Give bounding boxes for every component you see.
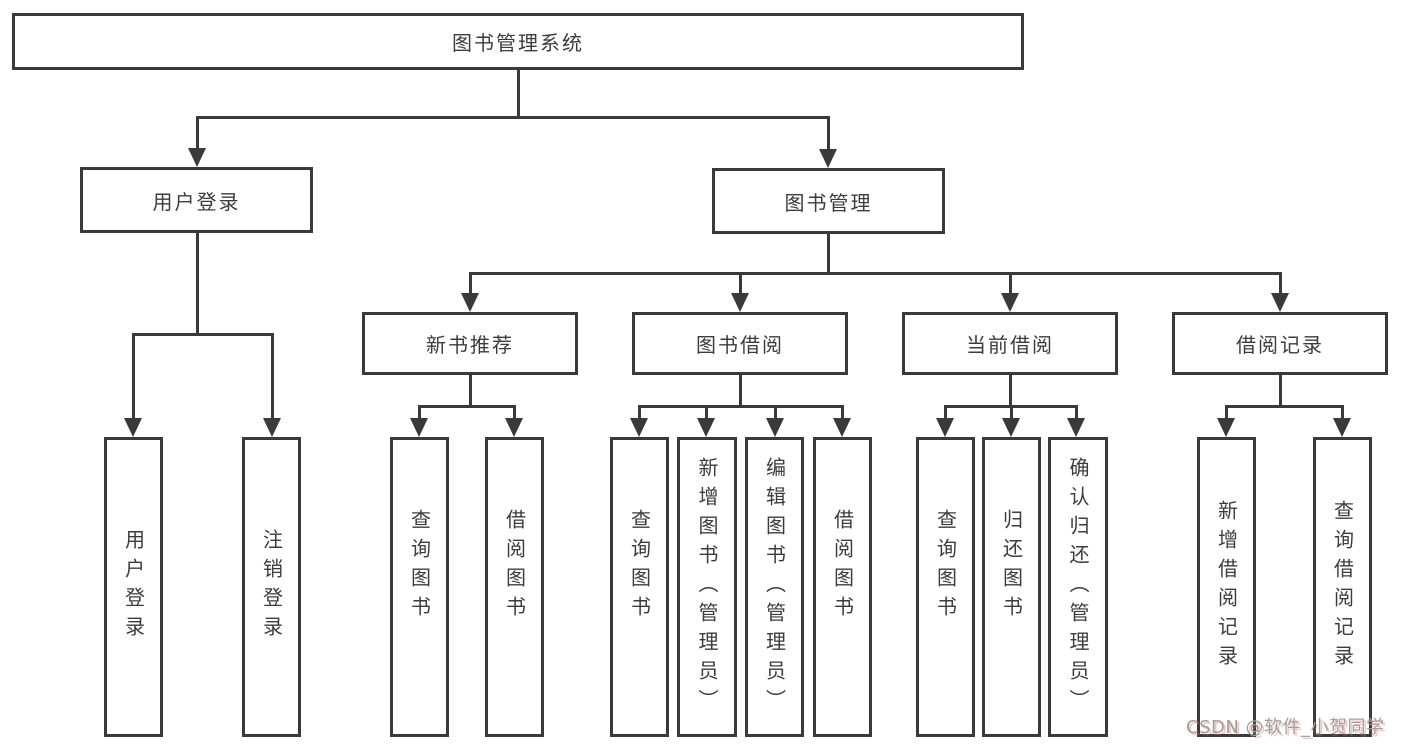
arrowhead-icon [766,418,784,437]
node-label: 新书推荐 [426,333,514,357]
node-label: 编辑图书（管理员） [762,456,787,718]
connector-segment [418,405,516,408]
node-label: 当前借阅 [966,333,1054,357]
node-book-system: 图书管理系统 [12,13,1024,70]
node-label: 查询借阅记录 [1330,500,1355,674]
connector-segment [841,405,844,420]
arrowhead-icon [1271,293,1289,312]
connector-segment [638,405,844,408]
node-new-book-recommend: 新书推荐 [362,312,578,375]
leaf-borrow-books: 借阅图书 [813,437,872,737]
connector-segment [1279,272,1282,295]
leaf-borrow-books-recommend: 借阅图书 [485,437,544,737]
connector-segment [827,234,830,275]
connector-segment [513,405,516,420]
connector-segment [469,375,472,408]
node-label: 新增图书（管理员） [695,456,719,718]
connector-segment [705,405,708,420]
node-user-login: 用户登录 [80,167,313,233]
node-label: 查询图书 [407,509,432,625]
node-label: 归还图书 [999,509,1024,625]
connector-segment [196,232,199,336]
arrowhead-icon [410,418,428,437]
node-book-borrow: 图书借阅 [632,312,848,375]
leaf-confirm-return-admin: 确认归还（管理员） [1048,437,1108,737]
connector-segment [1225,405,1344,408]
node-label: 图书借阅 [696,333,784,357]
arrowhead-icon [731,293,749,312]
connector-segment [469,272,1282,275]
leaf-user-login: 用户登录 [104,437,163,737]
connector-segment [944,405,947,420]
arrowhead-icon [1002,418,1020,437]
leaf-query-books-current: 查询图书 [916,437,975,737]
connector-segment [1009,375,1012,408]
arrowhead-icon [505,418,523,437]
connector-segment [418,405,421,420]
arrowhead-icon [1001,293,1019,312]
node-label: 图书管理 [784,190,873,215]
leaf-add-books-admin: 新增图书（管理员） [677,437,737,737]
arrowhead-icon [936,418,954,437]
leaf-query-books-borrow: 查询图书 [610,437,669,737]
connector-segment [196,116,830,119]
connector-segment [132,333,135,419]
node-label: 用户登录 [152,189,241,214]
node-borrow-records: 借阅记录 [1172,312,1388,375]
arrowhead-icon [630,418,648,437]
connector-segment [827,116,830,150]
node-label: 图书管理系统 [452,31,584,55]
node-label: 借阅图书 [502,509,527,625]
connector-segment [1225,405,1228,420]
leaf-query-borrow-record: 查询借阅记录 [1313,437,1372,737]
leaf-add-borrow-record: 新增借阅记录 [1197,437,1256,737]
connector-segment [739,272,742,295]
arrowhead-icon [461,293,479,312]
node-label: 用户登录 [121,529,146,645]
leaf-edit-books-admin: 编辑图书（管理员） [745,437,804,737]
connector-segment [196,116,199,150]
arrowhead-icon [1217,418,1235,437]
arrowhead-icon [1067,418,1085,437]
node-label: 查询图书 [627,509,652,625]
node-current-borrow: 当前借阅 [902,312,1118,375]
arrowhead-icon [263,418,281,437]
connector-segment [1010,405,1013,420]
arrowhead-icon [697,418,715,437]
arrowhead-icon [833,418,851,437]
arrowhead-icon [819,149,837,168]
node-label: 新增借阅记录 [1214,500,1239,674]
connector-segment [517,68,520,119]
connector-segment [638,405,641,420]
connector-segment [774,405,777,420]
node-label: 注销登录 [259,529,284,645]
connector-segment [271,333,274,419]
connector-segment [132,333,274,336]
connector-segment [1075,405,1078,420]
leaf-query-books-recommend: 查询图书 [390,437,449,737]
node-label: 查询图书 [933,509,958,625]
node-book-management: 图书管理 [712,168,945,234]
leaf-return-books: 归还图书 [982,437,1041,737]
arrowhead-icon [1333,418,1351,437]
connector-segment [739,375,742,408]
arrowhead-icon [188,148,206,167]
node-label: 借阅记录 [1236,333,1324,357]
connector-segment [469,272,472,295]
connector-segment [1279,375,1282,408]
arrowhead-icon [124,418,142,437]
connector-segment [1009,272,1012,295]
leaf-logout: 注销登录 [242,437,301,737]
csdn-watermark: CSDN @软件_小贺同学 [1186,717,1385,738]
connector-segment [1341,405,1344,420]
node-label: 借阅图书 [830,509,855,625]
node-label: 确认归还（管理员） [1066,456,1090,718]
